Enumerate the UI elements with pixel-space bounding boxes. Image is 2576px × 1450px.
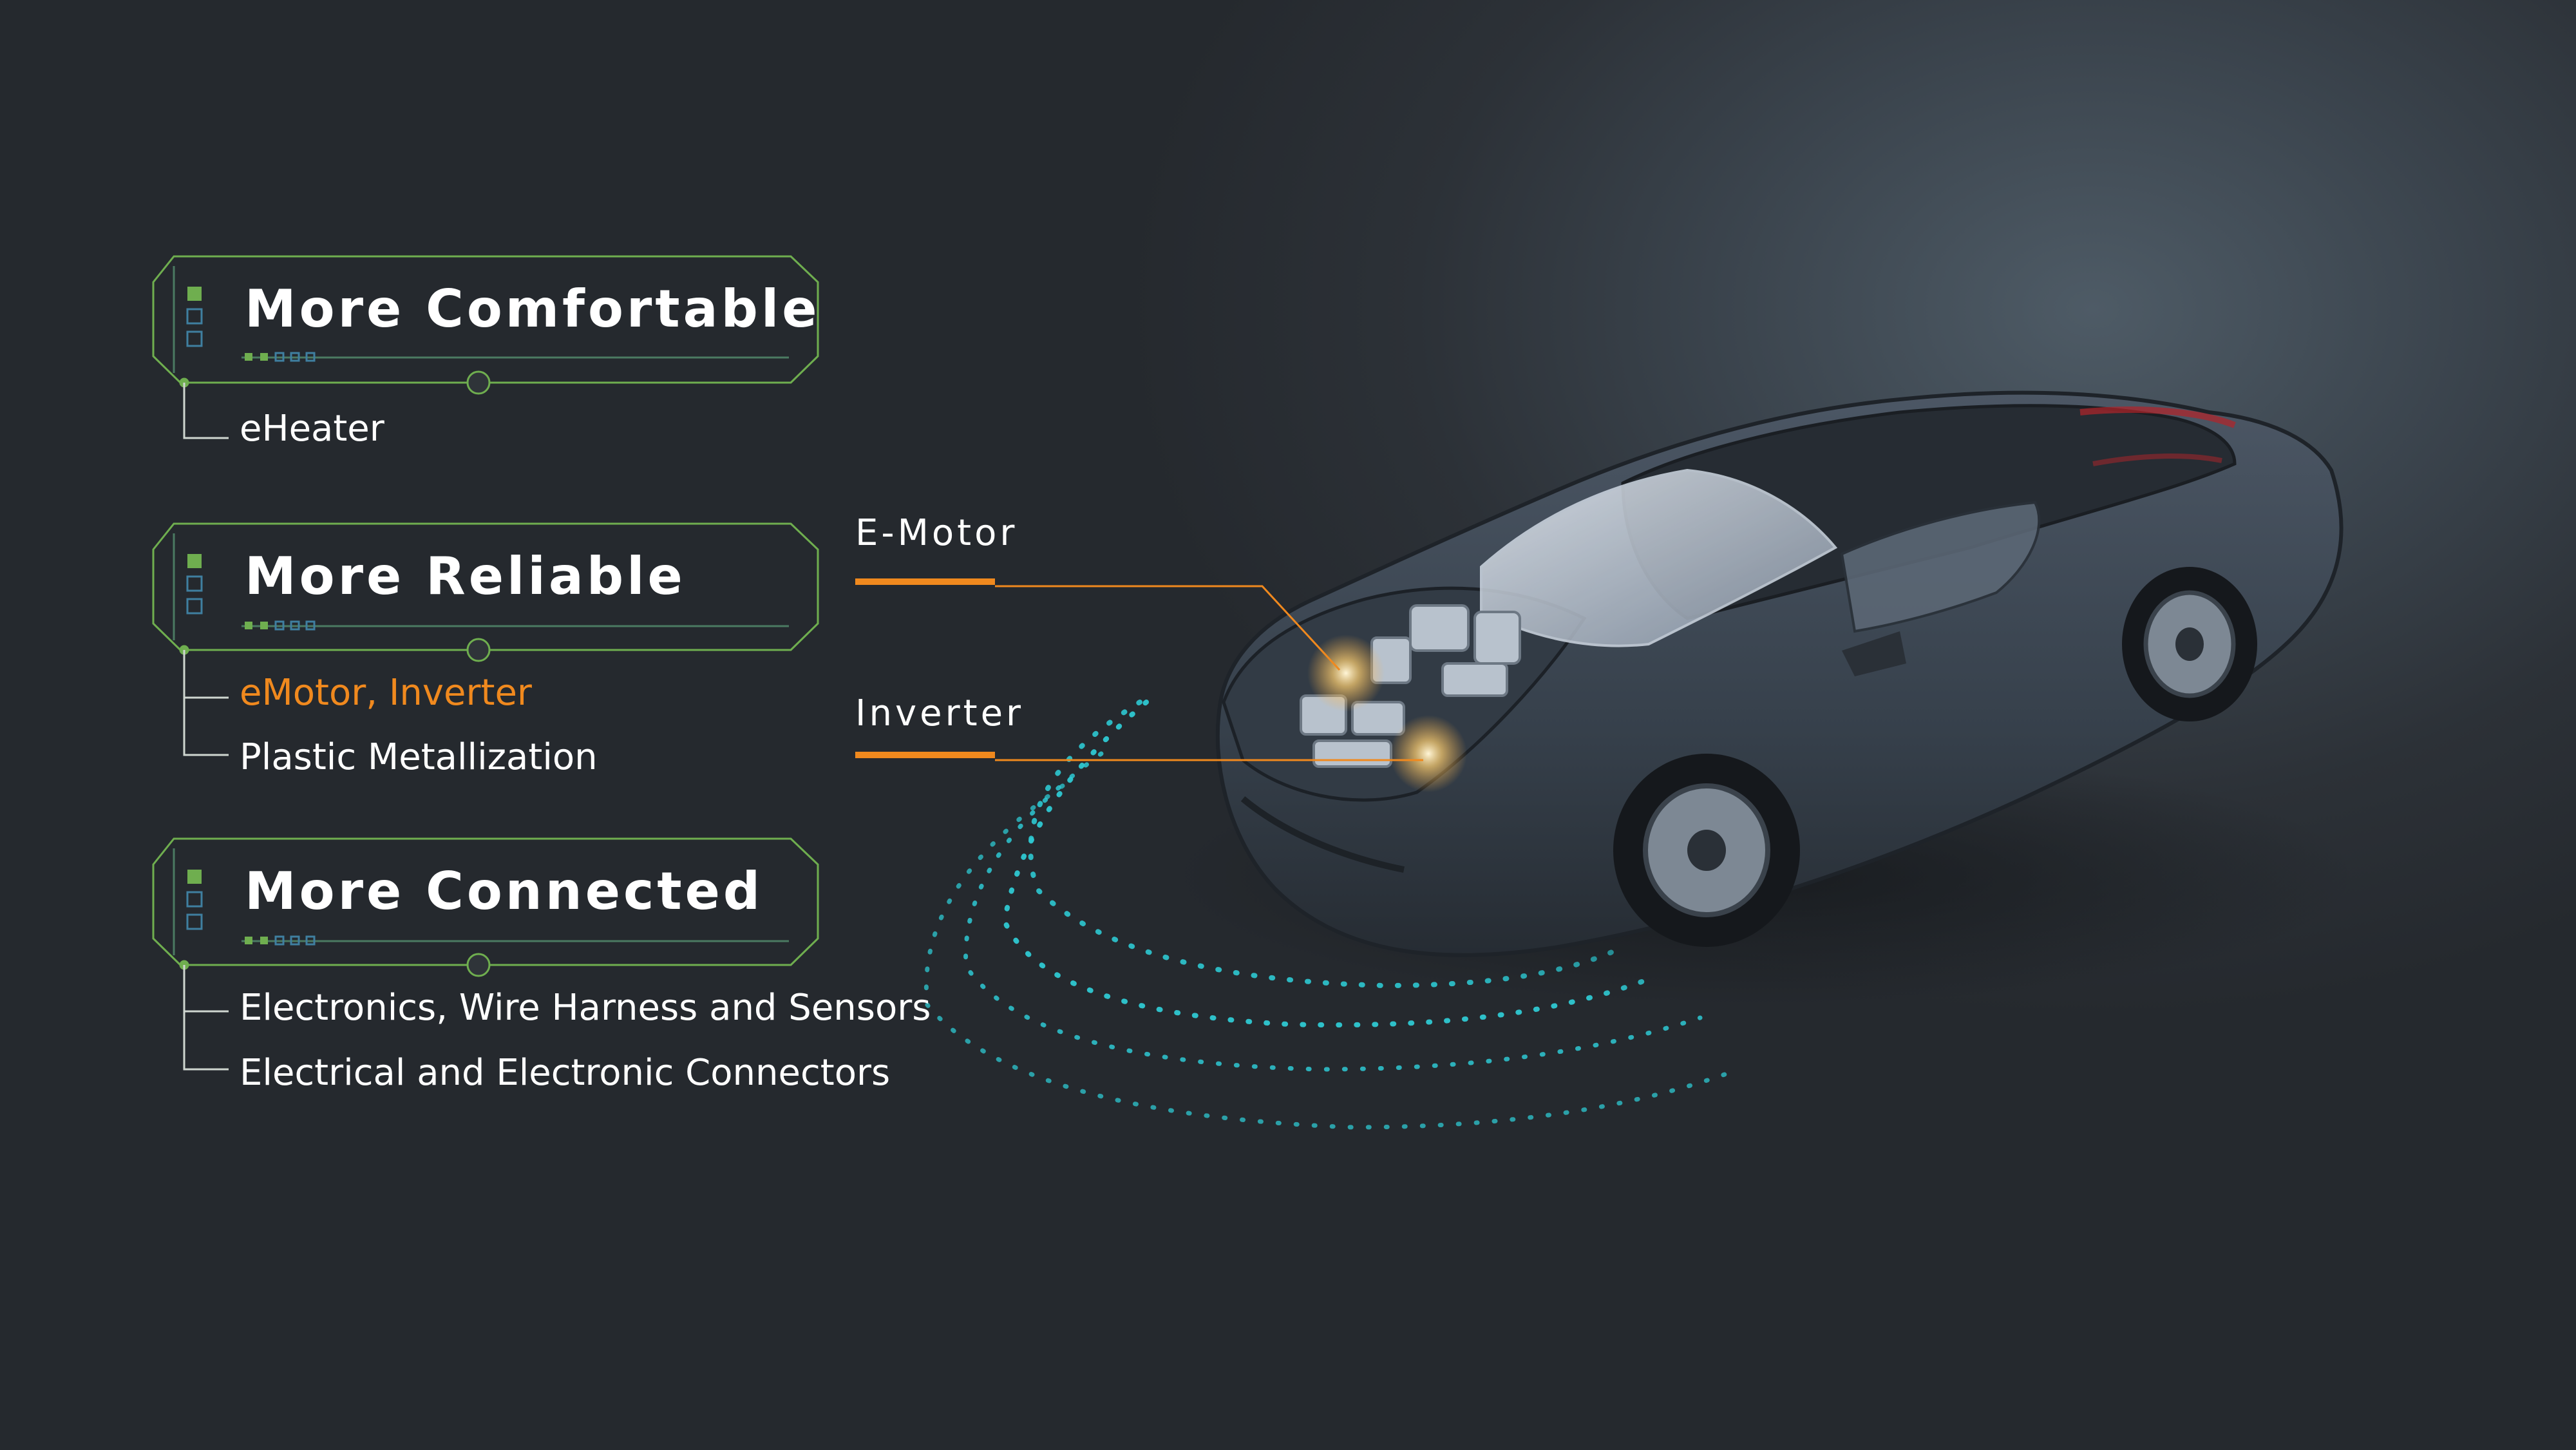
frame-more-reliable — [152, 522, 819, 756]
category-title-more-comfortable: More Comfortable — [245, 279, 820, 339]
callout-label-inverter: Inverter — [855, 692, 1025, 734]
category-frames — [152, 255, 819, 1071]
progress-dots-icon — [245, 352, 316, 946]
category-title-more-connected: More Connected — [245, 861, 764, 921]
frame-more-connected — [152, 837, 819, 1071]
signal-waves-icon — [923, 700, 1741, 1130]
list-item-electrical-connectors: Electrical and Electronic Connectors — [240, 1052, 891, 1094]
emotor-glow — [1307, 634, 1385, 712]
status-squares-icon — [186, 287, 203, 930]
car-illustration — [1172, 390, 2357, 1005]
callout-lines — [855, 578, 1423, 761]
category-title-more-reliable: More Reliable — [245, 546, 686, 606]
list-item-eheater: eHeater — [240, 408, 384, 450]
callout-label-emotor: E-Motor — [855, 512, 1018, 554]
front-wheel — [1613, 754, 1800, 947]
inverter-glow — [1390, 715, 1467, 792]
list-item-plastic-metallization: Plastic Metallization — [240, 736, 598, 778]
frame-more-comfortable — [152, 255, 819, 439]
list-item-electronics-wire-harness: Electronics, Wire Harness and Sensors — [240, 987, 931, 1029]
list-item-emotor-inverter: eMotor, Inverter — [240, 672, 532, 714]
rear-wheel — [2122, 567, 2257, 721]
